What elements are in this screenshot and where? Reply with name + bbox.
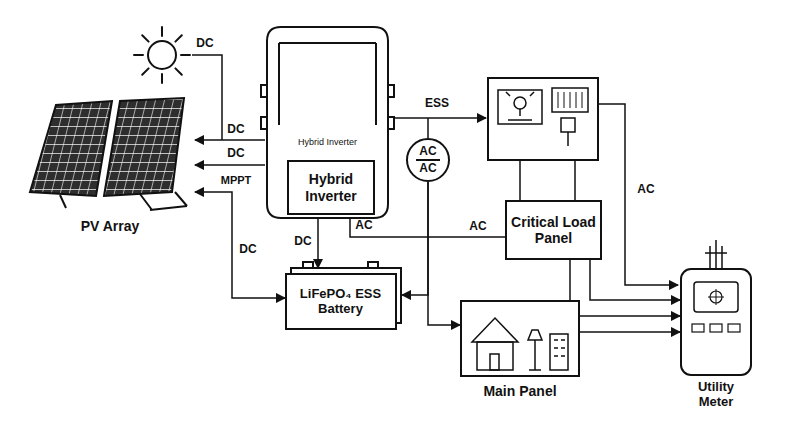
signal-label: MPPT (219, 174, 254, 186)
connector (402, 182, 428, 295)
connector (580, 331, 680, 333)
connector (569, 260, 571, 300)
housing-outline (267, 27, 388, 218)
connector (580, 315, 680, 317)
text-area: Utility Meter (680, 378, 752, 412)
meter-screen (694, 282, 738, 312)
text-area: AC AC (406, 138, 450, 182)
building-icon (550, 334, 568, 370)
housing-tab (388, 117, 394, 129)
connector-label: DC (225, 123, 246, 136)
house-door (490, 354, 499, 370)
breaker-detail (558, 92, 582, 108)
node-label: Hybrid Inverter (291, 171, 371, 203)
panel-outline (461, 301, 579, 376)
housing-tab (261, 85, 267, 97)
housing-detail (279, 43, 376, 125)
node-label: Hybrid Inverter (298, 137, 357, 147)
connector (195, 139, 265, 141)
signal-label: ESS (423, 97, 451, 110)
plug-wire (567, 132, 569, 146)
ess-arrow (390, 117, 486, 119)
meter-button (728, 324, 740, 332)
text-area: LiFePO₄ ESS Battery (285, 274, 396, 330)
panel-stand (60, 192, 187, 210)
text-area: Main Panel (460, 380, 580, 402)
meter-button (692, 324, 704, 332)
ac-wire (598, 104, 678, 285)
meter-button (710, 324, 722, 332)
meter-mast (705, 240, 727, 268)
wire (427, 118, 429, 138)
converter-circle: AC AC (406, 138, 450, 182)
sun-icon (148, 41, 176, 69)
connector (195, 164, 265, 166)
inverter-box: Hybrid Inverter (287, 160, 375, 215)
monitor-icon (498, 90, 542, 124)
connector-label: DC (292, 235, 313, 248)
house-roof (472, 318, 518, 342)
building-windows (554, 340, 565, 356)
main-panel: Main Panel (460, 300, 580, 408)
utility-meter: Utility Meter (680, 268, 752, 413)
node-label: Critical Load Panel (509, 214, 598, 246)
signal-label: AC (635, 183, 656, 196)
ess-unit (488, 78, 598, 160)
connector (317, 215, 319, 268)
panel-box: Critical Load Panel (505, 200, 602, 260)
inverter-housing: Hybrid InverterHybrid Inverter (265, 25, 390, 220)
node-label: AC (419, 162, 436, 175)
node-label: Main Panel (483, 383, 556, 399)
sun-wire (192, 55, 222, 140)
text-area: PV Array (25, 215, 195, 237)
battery-terminal (303, 262, 313, 268)
solar-panel (104, 98, 184, 196)
housing-tab (388, 85, 394, 97)
sun-rays (134, 27, 190, 83)
connector-label: AC (467, 220, 488, 233)
signal-label: DC (194, 37, 215, 50)
house-body (477, 342, 513, 370)
circle-outline (407, 139, 449, 181)
bulb-detail (506, 92, 534, 120)
fraction-bar (416, 159, 440, 161)
connector (428, 182, 460, 325)
plug-icon (561, 118, 575, 132)
battery-box: LiFePO₄ ESS Battery (285, 268, 402, 330)
text-area: Critical Load Panel (505, 200, 602, 260)
wire (520, 160, 575, 200)
signal-label: AC (353, 219, 374, 232)
battery-front (286, 274, 396, 329)
lamp-shade (528, 330, 542, 340)
text-area: Hybrid Inverter (287, 160, 375, 215)
node-label: LiFePO₄ ESS Battery (285, 287, 396, 317)
node-label: Utility Meter (680, 380, 752, 410)
pv-array: PV Array (25, 95, 195, 240)
node-label: PV Array (81, 218, 140, 234)
bulb-icon (514, 97, 526, 109)
connector (590, 260, 680, 300)
meter-outline (681, 269, 751, 375)
meter-dial-cross (708, 289, 724, 305)
housing-tab (261, 117, 267, 129)
connector-label: DC (225, 147, 246, 160)
text-area: Hybrid Inverter (275, 133, 380, 151)
battery-terminal (368, 262, 378, 268)
lamp-stand (529, 340, 541, 370)
breaker-icon (552, 88, 588, 112)
box-outline (506, 201, 601, 259)
connector-label: DC (237, 243, 258, 256)
box-outline (288, 161, 374, 214)
node-label: AC (419, 145, 436, 158)
solar-panel (30, 101, 112, 196)
